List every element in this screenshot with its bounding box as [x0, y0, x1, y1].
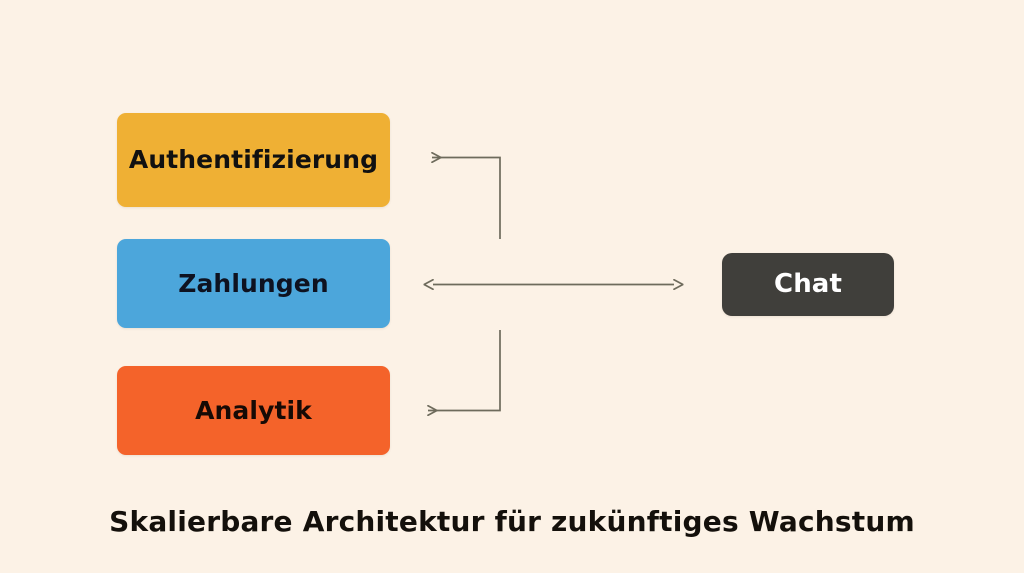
node-authentifizierung-label: Authentifizierung	[128, 145, 379, 175]
node-analytik-label: Analytik	[195, 395, 312, 425]
node-chat-label: Chat	[774, 269, 842, 300]
connector-chat-to-analytics	[428, 330, 501, 411]
node-chat[interactable]: Chat	[722, 253, 894, 316]
diagram-caption-text: Skalierbare Architektur für zukünftiges …	[109, 505, 915, 538]
diagram-caption: Skalierbare Architektur für zukünftiges …	[0, 505, 1024, 538]
node-analytik[interactable]: Analytik	[117, 366, 390, 455]
node-authentifizierung[interactable]: Authentifizierung	[117, 113, 390, 207]
node-zahlungen-label: Zahlungen	[178, 268, 329, 298]
connector-chat-to-auth	[432, 158, 501, 239]
node-zahlungen[interactable]: Zahlungen	[117, 239, 390, 328]
